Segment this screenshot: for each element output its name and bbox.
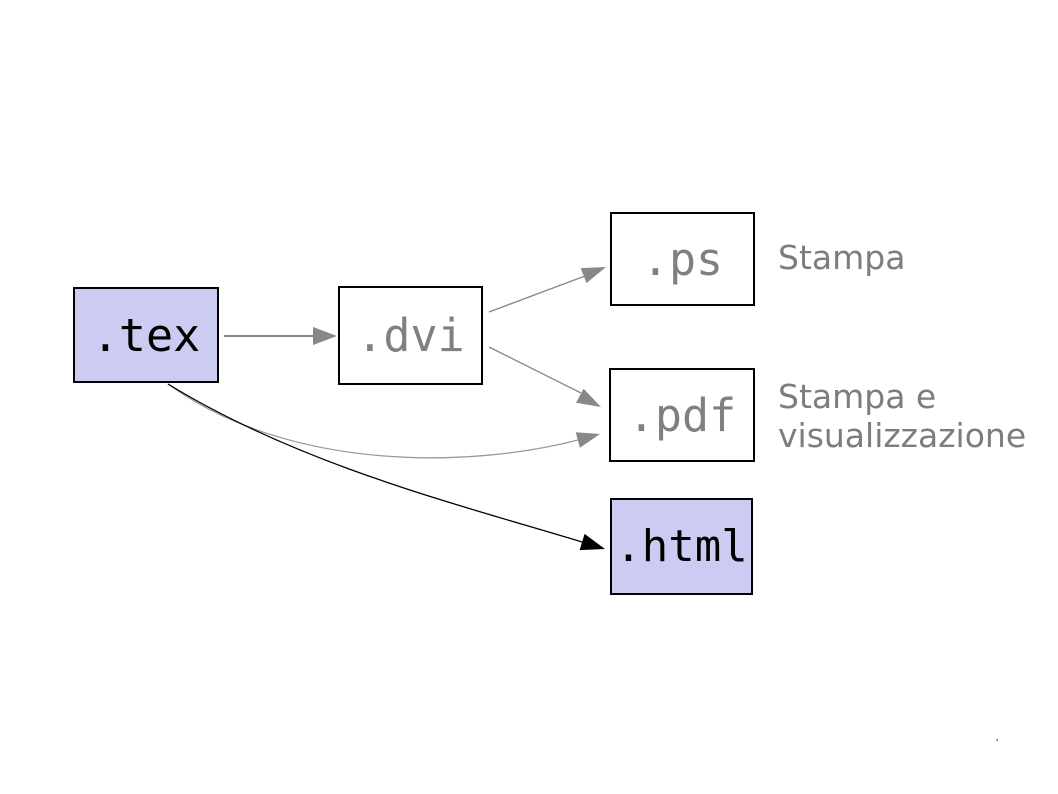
arrowhead-tex-to-html xyxy=(579,533,605,551)
node-pdf-label: .pdf xyxy=(627,388,737,442)
node-dvi: .dvi xyxy=(338,286,483,385)
arrow-tex-to-pdf xyxy=(167,383,600,459)
arrowhead-tex-to-dvi xyxy=(313,327,337,345)
annotation-ps: Stampa xyxy=(778,238,905,277)
arrowhead-tex-to-pdf xyxy=(575,432,600,448)
arrowhead-dvi-to-ps xyxy=(580,267,606,284)
annotation-pdf-line1: Stampa e xyxy=(778,377,937,416)
arrow-tex-to-html xyxy=(167,383,605,551)
arrow-dvi-to-ps xyxy=(488,267,606,313)
arrow-tex-to-dvi xyxy=(224,327,337,345)
annotation-ps-line1: Stampa xyxy=(778,238,906,277)
arrowhead-dvi-to-pdf xyxy=(576,388,601,407)
node-tex-label: .tex xyxy=(91,308,201,362)
node-dvi-label: .dvi xyxy=(356,309,465,362)
annotation-pdf-line2: visualizzazione xyxy=(778,416,1027,455)
footer-dot: . xyxy=(995,729,1000,745)
annotation-pdf: Stampa e visualizzazione xyxy=(778,377,1026,455)
node-tex: .tex xyxy=(73,287,219,383)
node-ps: .ps xyxy=(610,212,755,306)
arrow-dvi-to-pdf xyxy=(488,346,601,407)
node-ps-label: .ps xyxy=(641,232,724,286)
node-pdf: .pdf xyxy=(609,368,755,462)
node-html-label: .html xyxy=(615,521,748,572)
node-html: .html xyxy=(610,498,753,595)
